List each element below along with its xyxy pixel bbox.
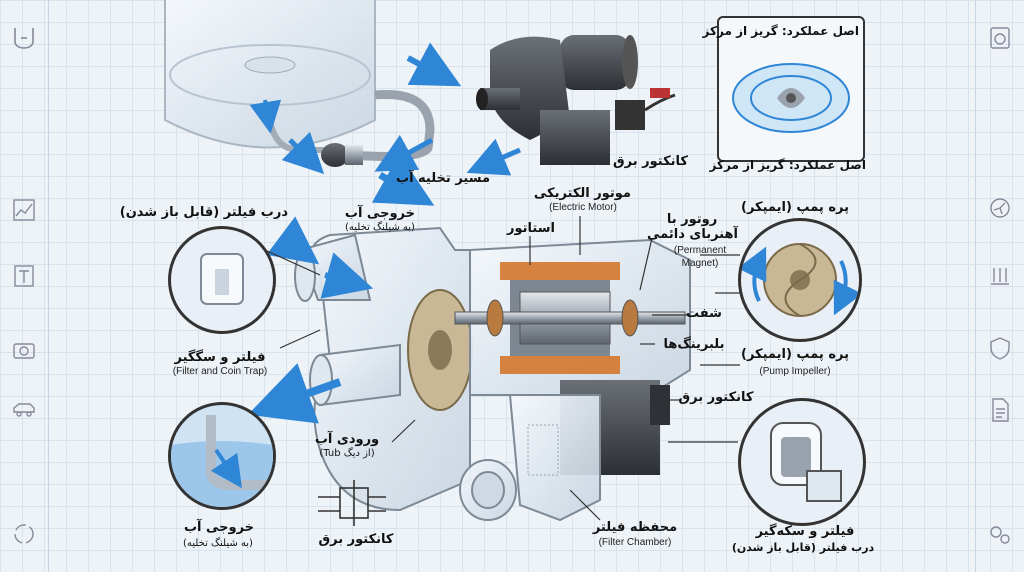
filter-door-label: درب فیلتر (قابل باز شدن) [119, 205, 288, 220]
power-connector-top-label: کانکتور برق [613, 154, 688, 169]
small-pump [321, 143, 363, 167]
water-outlet-callout [168, 402, 276, 510]
impeller-top-label: پره پمپ (ایمپکر) [741, 200, 849, 215]
machine-icon [990, 27, 1010, 49]
car-icon [13, 403, 35, 417]
vortex-illustration [732, 63, 850, 133]
main-pump-cutaway [294, 226, 691, 522]
impeller-bottom-label: پره پمپ (ایمپکر) [741, 347, 849, 362]
filter-coin-label: فیلتر و سکه‌گیر [755, 524, 855, 539]
filter-chamber-en-label: (Filter Chamber) [598, 537, 672, 548]
principle-label-bottom: اصل عملکرد: گریز از مرکز [709, 158, 866, 172]
leader-lines [264, 216, 740, 521]
impeller-callout [738, 218, 862, 342]
recycle-icon [14, 524, 34, 544]
power-connector-right-label: کانکتور برق [678, 390, 754, 405]
shield-icon [990, 337, 1010, 360]
power-connector-bottom-label: کانکتور برق [318, 532, 394, 547]
connector-schematic [318, 480, 386, 526]
document-icon [992, 398, 1009, 422]
tub-icon [14, 28, 34, 49]
filter-trap-en-label: (Filter and Coin Trap) [172, 366, 268, 377]
right-icon-rail [975, 0, 1024, 572]
bearings-label: بلبرینگ‌ها [663, 337, 725, 352]
electric-motor-label: موتور الکتریکی [533, 186, 631, 201]
gears-icon [990, 526, 1010, 544]
electric-motor-en-label: (Electric Motor) [549, 202, 617, 213]
stator-label: استاتور [507, 221, 555, 236]
water-outlet-bottom-label: خروجی آب [183, 520, 255, 535]
fan-icon [990, 198, 1010, 218]
filter-chamber-label: محفظه فیلتر [592, 520, 678, 535]
heat-icon [991, 268, 1009, 285]
chart-icon [13, 199, 35, 221]
shaft-label: شفت [686, 306, 722, 321]
filter-icon [14, 265, 34, 287]
filter-door-bottom-label: درب فیلتر (قابل باز شدن) [731, 541, 875, 554]
left-icon-rail [0, 0, 49, 572]
camera-icon [13, 343, 35, 359]
pump-top-view [476, 35, 676, 165]
drain-path-label: مسیر تخلیه آب [396, 171, 490, 186]
centrifugal-principle-panel [717, 16, 865, 162]
rotor-en-label-1: (Permanent [673, 245, 727, 256]
water-outlet-label: خروجی آب [344, 206, 415, 221]
washing-tub [164, 0, 435, 161]
water-inlet-sub-label: (از دیگ Tub) [319, 448, 375, 459]
principle-label-top: اصل عملکرد: گریز از مرکز [702, 24, 859, 38]
rotor-en-label-2: Magnet) [681, 258, 719, 269]
water-outlet-bottom-sub-label: (به شیلنگ تخلیه) [183, 538, 253, 549]
filter-door-callout [168, 226, 276, 334]
rotor-label-1: روتور با [666, 212, 718, 227]
filter-coin-callout [738, 398, 866, 526]
filter-trap-label: فیلتر و سگگیر [174, 350, 266, 365]
impeller-bottom-en-label: (Pump Impeller) [759, 366, 831, 377]
rotor-label-2: آهنربای دائمی [647, 227, 738, 242]
water-inlet-label: ورودی آب [314, 432, 380, 447]
water-outlet-sub-label: (به شیلنگ تخلیه) [345, 222, 415, 233]
